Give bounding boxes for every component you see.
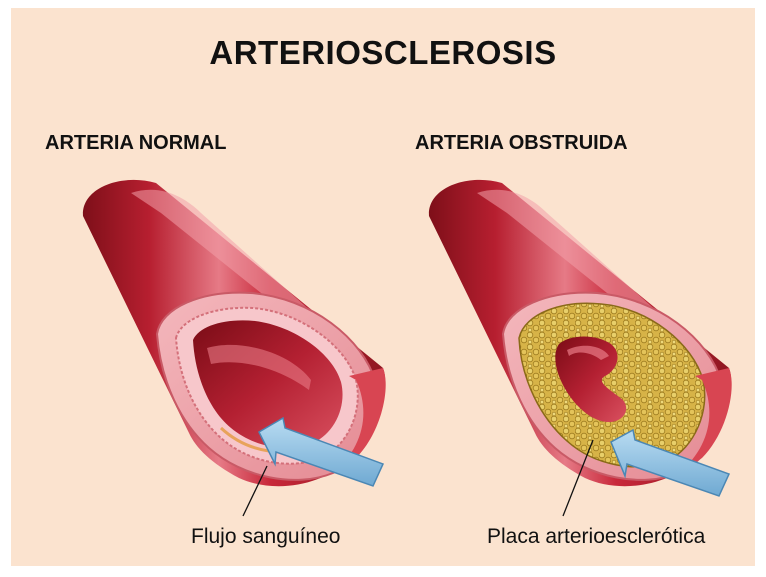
heading-obstructed-artery: ARTERIA OBSTRUIDA <box>415 132 628 155</box>
illustration-canvas: ARTERIOSCLEROSIS ARTERIA NORMAL ARTERIA … <box>11 8 755 566</box>
normal-artery <box>83 180 386 516</box>
obstructed-artery <box>429 180 732 516</box>
label-blood-flow: Flujo sanguíneo <box>191 525 340 549</box>
heading-normal-artery: ARTERIA NORMAL <box>45 132 226 155</box>
label-plaque: Placa arterioesclerótica <box>487 525 705 549</box>
artery-illustration <box>11 8 755 566</box>
page-title: ARTERIOSCLEROSIS <box>11 34 755 72</box>
